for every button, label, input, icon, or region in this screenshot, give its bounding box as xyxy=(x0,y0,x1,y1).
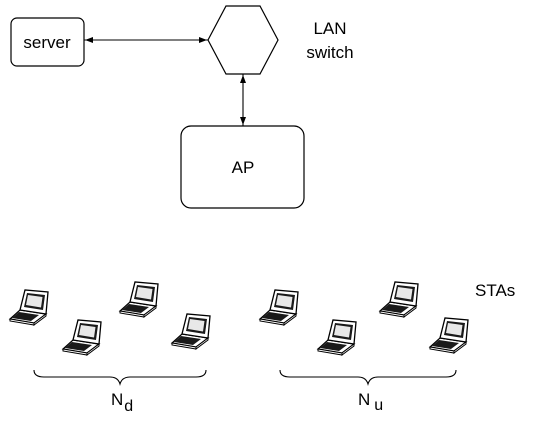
server-label: server xyxy=(23,33,71,52)
server-switch-link xyxy=(84,37,208,43)
laptop-icon xyxy=(171,313,211,350)
arrow-up-icon xyxy=(240,75,246,83)
brace-icon xyxy=(279,369,457,386)
brace-icon xyxy=(33,369,207,386)
server-box xyxy=(10,17,85,67)
arrow-down-icon xyxy=(240,117,246,125)
nd-subscript: d xyxy=(124,398,133,415)
laptop-icon xyxy=(317,319,357,356)
ap-label: AP xyxy=(232,158,255,177)
nu-subscript: u xyxy=(374,397,383,414)
nd-label: Nd xyxy=(111,390,133,415)
stas-label: STAs xyxy=(475,281,515,300)
laptop-icon xyxy=(62,319,102,356)
laptop-icon xyxy=(259,289,299,326)
laptop-icon xyxy=(119,281,159,318)
switch-label-line1: LAN xyxy=(313,19,346,38)
laptop-icon xyxy=(379,281,419,318)
arrow-right-icon xyxy=(199,37,207,43)
switch-label-line2: switch xyxy=(306,43,353,62)
laptop-icon xyxy=(9,289,49,326)
nd-base: N xyxy=(111,390,123,409)
nu-base: N xyxy=(358,390,370,409)
lan-switch-hexagon xyxy=(207,5,279,75)
switch-ap-link xyxy=(240,74,246,126)
ap-box xyxy=(180,125,305,209)
laptop-icon xyxy=(429,317,469,354)
arrow-left-icon xyxy=(85,37,93,43)
